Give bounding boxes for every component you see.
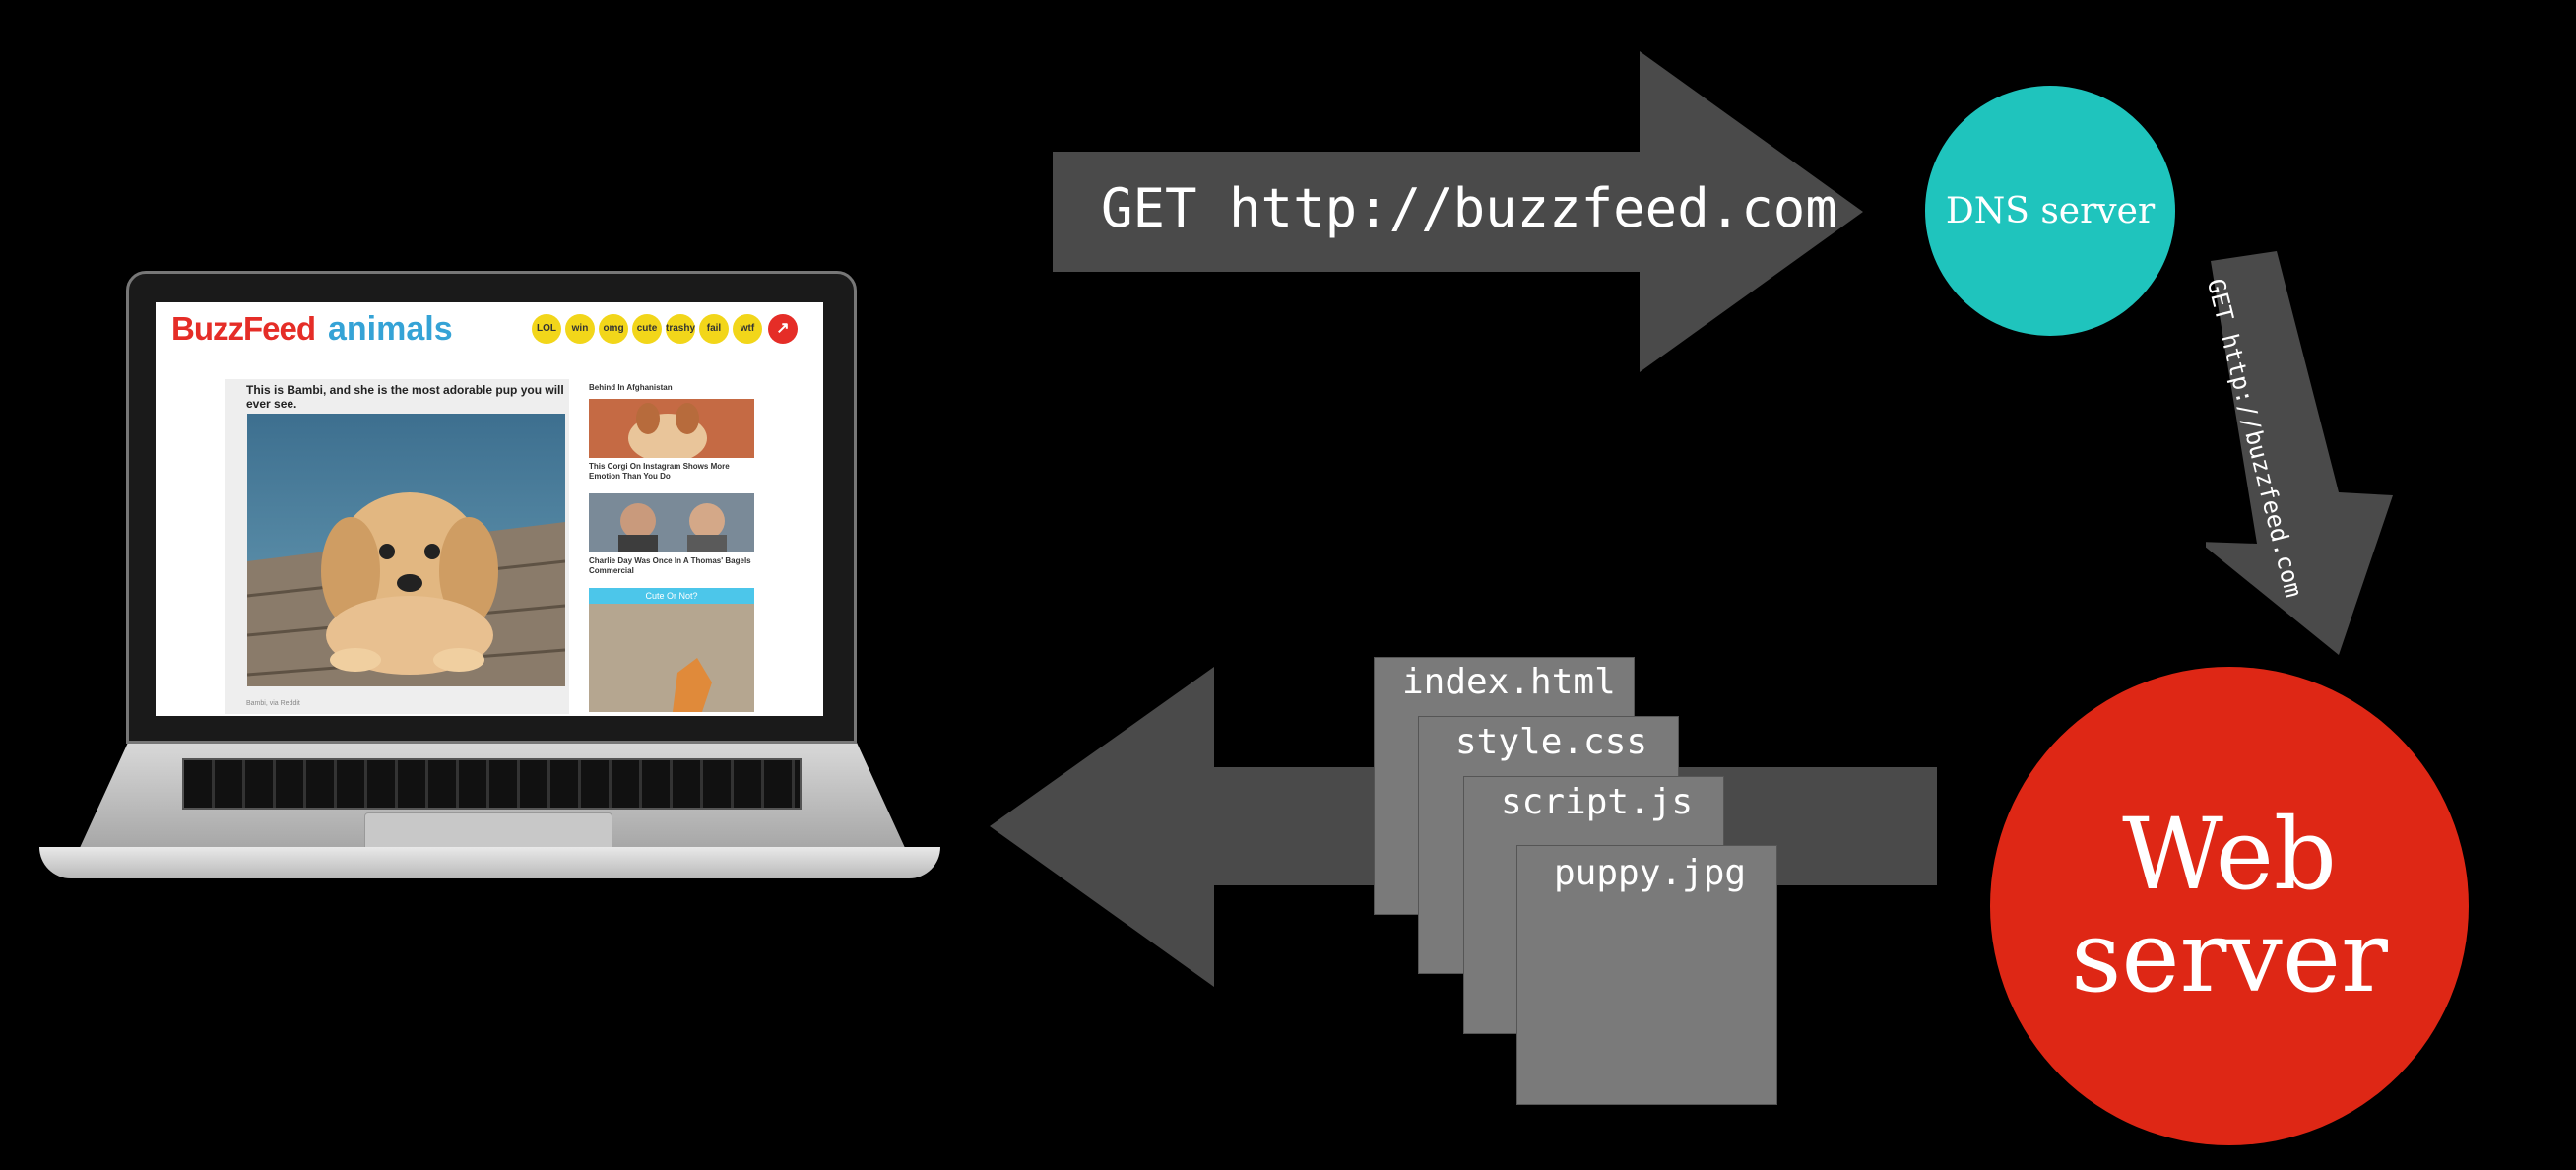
side-story-1: This Corgi On Instagram Shows More Emoti… (589, 462, 730, 481)
section-title: animals (328, 310, 453, 348)
laptop-keyboard (182, 758, 802, 810)
browser-screen: BuzzFeed animals LOL win omg cute trashy… (156, 302, 823, 716)
web-server-label: Web server (2071, 804, 2388, 1008)
badge-cute: cute (632, 314, 662, 344)
web-server-label-line1: Web (2122, 797, 2337, 912)
badge-win: win (565, 314, 595, 344)
badge-fail: fail (699, 314, 729, 344)
web-server-label-line2: server (2071, 899, 2388, 1014)
laptop-front-edge (39, 847, 940, 878)
file-index-label: index.html (1402, 662, 1616, 702)
request-arrow (1053, 51, 1863, 372)
badge-lol: LOL (532, 314, 561, 344)
photo-credit: Bambi, via Reddit (246, 700, 300, 707)
cute-thumbnail (589, 604, 754, 712)
badge-wtf: wtf (733, 314, 762, 344)
file-style-label: style.css (1455, 722, 1648, 762)
laptop-trackpad (364, 812, 612, 852)
laptop: BuzzFeed animals LOL win omg cute trashy… (39, 271, 940, 901)
file-card-puppy (1516, 845, 1777, 1105)
badge-omg: omg (599, 314, 628, 344)
side-story-2: Charlie Day Was Once In A Thomas' Bagels… (589, 556, 751, 575)
badge-trashy: trashy (666, 314, 695, 344)
trending-icon: ↗ (768, 314, 798, 344)
article-headline: This is Bambi, and she is the most adora… (246, 383, 564, 411)
charlie-thumbnail (589, 493, 754, 552)
request-label: GET http://buzzfeed.com (1101, 177, 1837, 239)
sidebar-title: Behind In Afghanistan (589, 383, 673, 392)
web-server: Web server (1990, 667, 2469, 1145)
puppy-photo (247, 414, 565, 686)
corgi-thumbnail (589, 399, 754, 458)
dns-server: DNS server (1925, 86, 2175, 336)
dns-server-label: DNS server (1945, 190, 2156, 231)
forward-arrow (2206, 251, 2393, 655)
buzzfeed-logo: BuzzFeed (171, 310, 316, 347)
file-script-label: script.js (1501, 782, 1694, 822)
cute-or-not-bar: Cute Or Not? (589, 588, 754, 604)
file-puppy-label: puppy.jpg (1554, 853, 1747, 893)
